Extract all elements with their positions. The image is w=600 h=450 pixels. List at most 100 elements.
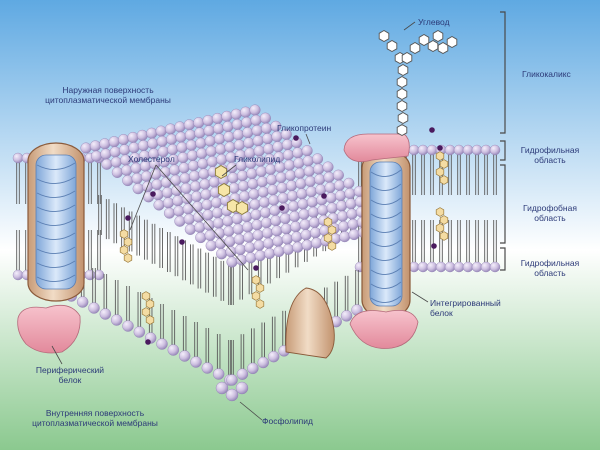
phospholipid-head [242,221,254,233]
phospholipid-head [194,221,206,233]
phospholipid-head [256,176,268,188]
glycoprotein-leader [305,133,311,145]
phospholipid-head [177,152,189,164]
phospholipid-head [289,210,301,222]
sterol-ring [251,291,261,301]
phospholipid-head [314,173,326,185]
phospholipid-leader [239,401,263,421]
cholesterol-label: Холестерол [128,154,175,164]
phospholipid-head [453,261,465,273]
sterol-ring [141,291,151,301]
phospholipid-head [285,180,297,192]
sterol-ring [119,229,129,239]
diagram-annotations [51,11,506,421]
phospholipid-head [133,326,146,338]
phospholipid-head [303,165,315,177]
phospholipid-head [277,192,289,204]
phospholipid-head [251,219,263,231]
phospholipid-label: Фосфолипид [262,416,313,426]
phospholipid-head [324,182,336,194]
phospholipid-head [283,159,295,171]
phospholipid-head [417,261,429,273]
phospholipid-head [195,232,207,244]
phospholipid-head [333,179,345,191]
phospholipid-head [121,164,133,176]
phospholipid-head [122,320,134,332]
phospholipid-head [258,196,270,208]
sterol-ring [255,299,265,309]
phospholipid-head [267,350,280,363]
phospholipid-head [471,261,483,273]
hydrophilic-bottom-bracket [500,247,506,271]
phospholipid-head [163,207,175,219]
phospholipid-head [462,144,474,156]
glycocalyx-bracket [500,11,506,134]
sugar-ring [397,111,409,125]
sugar-ring [437,41,449,55]
sterol-ring [435,223,445,233]
phospholipid-head [146,127,158,139]
molecule-dot [429,127,435,133]
phospholipid-head [172,195,184,207]
phospholipid-head [242,127,254,139]
phospholipid-head [240,106,252,118]
integral-protein-label: Интегрированный белок [430,298,501,318]
phospholipid-head [257,186,269,198]
phospholipid-head [281,233,293,245]
phospholipid-head [156,338,168,350]
phospholipid-head [122,175,134,187]
phospholipid-head [12,152,24,164]
phospholipid-head [167,344,180,356]
phospholipid-head [181,193,193,205]
phospholipid-head [136,129,148,141]
glycolipid-sugar-chain [214,164,249,216]
phospholipid-head [198,168,210,180]
phospholipid-head [179,172,191,184]
helix-turn [370,267,402,275]
phospholipid-head [196,147,208,159]
phospholipid-head [337,210,349,222]
cholesterol-molecule [435,151,449,185]
phospholipid-head [275,172,287,184]
phospholipid-head [249,104,261,116]
glycolipid-label: Гликолипид [234,154,281,164]
phospholipid-head [244,242,256,254]
phospholipid-head [127,131,139,143]
phospholipid-head [161,187,173,199]
cholesterol-molecule [119,229,133,263]
phospholipid-head [225,388,239,402]
phospholipid-head [344,188,356,200]
helix-turn [370,253,402,261]
phospholipid-head [306,196,318,208]
glycoprotein-label: Гликопротеин [277,123,332,133]
phospholipid-head [211,207,223,219]
phospholipid-head [205,145,217,157]
sugar-ring [432,29,444,43]
phospholipid-head [193,117,205,129]
helix-turn [36,162,76,170]
molecule-dot [253,265,259,271]
phospholipid-head [151,178,163,190]
sterol-ring [439,231,449,241]
phospholipid-head [187,160,199,172]
carbohydrate-leader [403,21,416,31]
phospholipid-head [202,209,214,221]
phospholipid-head [226,374,238,386]
phospholipid-head [215,143,227,155]
phospholipid-head [262,133,274,145]
phospholipid-head [247,362,259,375]
phospholipid-head [108,136,120,148]
phospholipid-head [444,261,456,273]
phospholipid-head [489,261,501,273]
helix-turn [370,295,402,303]
phospholipid-head [184,223,196,235]
phospholipid-head [322,161,334,173]
phospholipid-head [232,129,244,141]
phospholipid-head [417,144,429,156]
sterol-ring [439,215,449,225]
phospholipid-head [243,137,255,149]
sterol-ring [439,175,449,185]
glycolipid-leader [221,164,237,177]
helix-turn [370,197,402,205]
